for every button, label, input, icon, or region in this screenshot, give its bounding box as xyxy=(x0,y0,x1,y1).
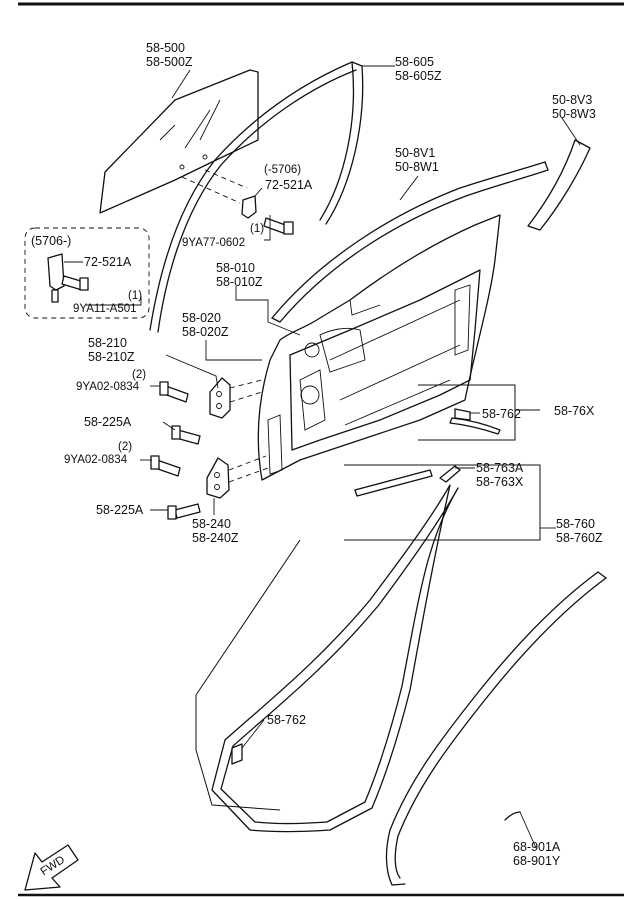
label-door-panel-2: 58-010Z xyxy=(216,275,263,289)
label-upper-hinge-1: 58-210 xyxy=(88,336,127,350)
label-bolt-225a-upper: 58-225A xyxy=(84,415,132,429)
part-labels: 58-500 58-500Z 58-605 58-605Z 50-8V1 50-… xyxy=(31,41,603,878)
door-glass-part xyxy=(99,69,259,214)
body-weatherstrip-part xyxy=(385,571,607,886)
bolts xyxy=(150,381,201,520)
lower-hinge-part xyxy=(206,455,269,499)
label-clip-763-2: 58-763X xyxy=(476,475,524,489)
label-weatherstrip-upper-2: 50-8W1 xyxy=(395,160,439,174)
label-seal-76x: 58-76X xyxy=(554,404,595,418)
glass-channel-part xyxy=(149,61,364,333)
label-glass-2: 58-500Z xyxy=(146,55,193,69)
upper-hinge-part xyxy=(209,377,263,419)
label-upper-hinge-2: 58-210Z xyxy=(88,350,135,364)
label-bolt-upper: 9YA02-0834 xyxy=(76,381,140,393)
label-channel-2: 58-605Z xyxy=(395,69,442,83)
label-channel-1: 58-605 xyxy=(395,55,434,69)
label-lower-hinge-1: 58-240 xyxy=(192,517,231,531)
label-door-shell-1: 58-020 xyxy=(182,311,221,325)
label-bolt-lower: 9YA02-0834 xyxy=(64,454,128,466)
label-inset-title: (5706-) xyxy=(31,234,71,248)
label-qty-2a: (2) xyxy=(132,369,146,381)
label-weatherstrip-upper-1: 50-8V1 xyxy=(395,146,435,160)
garnish-part xyxy=(527,139,591,231)
label-lower-hinge-2: 58-240Z xyxy=(192,531,239,545)
label-door-panel-1: 58-010 xyxy=(216,261,255,275)
lower-seal-part xyxy=(344,464,541,541)
label-door-shell-2: 58-020Z xyxy=(182,325,229,339)
label-body-weatherstrip-2: 68-901Y xyxy=(513,854,561,868)
label-inset-screw: 9YA11-A501 xyxy=(73,303,137,315)
label-clip-763-1: 58-763A xyxy=(476,461,524,475)
label-screw-a: 9YA77-0602 xyxy=(182,237,245,249)
door-weatherstrip-part xyxy=(195,484,459,833)
label-body-weatherstrip-1: 68-901A xyxy=(513,840,561,854)
label-clip-762-lower: 58-762 xyxy=(267,713,306,727)
clip-and-screw xyxy=(181,169,294,235)
label-qty-1a: (1) xyxy=(250,223,264,235)
label-qty-2b: (2) xyxy=(118,441,132,453)
label-clip-762-upper: 58-762 xyxy=(482,407,521,421)
label-glass-1: 58-500 xyxy=(146,41,185,55)
door-shell-part xyxy=(257,214,501,481)
label-garnish-2: 50-8W3 xyxy=(552,107,596,121)
inset-box xyxy=(24,227,150,319)
label-seal-760-2: 58-760Z xyxy=(556,531,603,545)
label-clip-note: (-5706) xyxy=(264,164,301,176)
label-garnish-1: 50-8V3 xyxy=(552,93,592,107)
leader-lines xyxy=(64,65,581,849)
fwd-arrow-icon xyxy=(24,844,79,891)
label-bolt-225a-lower: 58-225A xyxy=(96,503,144,517)
upper-weatherstrip-part xyxy=(271,161,549,323)
label-clip-a: 72-521A xyxy=(265,178,313,192)
label-seal-760-1: 58-760 xyxy=(556,517,595,531)
belt-molding-part xyxy=(418,384,516,441)
label-inset-qty: (1) xyxy=(128,290,142,302)
label-inset-clip: 72-521A xyxy=(84,255,132,269)
